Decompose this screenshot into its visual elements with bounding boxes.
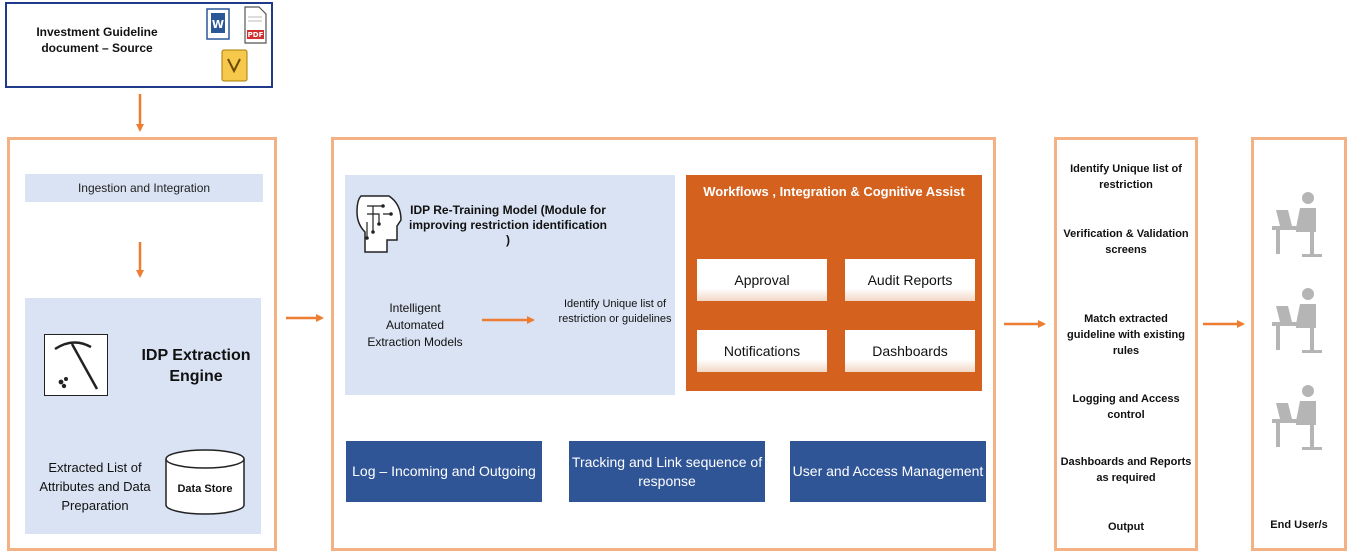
end-users-label: End User/s [1270,519,1328,531]
source-title: Investment Guideline document – Source [36,25,158,55]
pickaxe-icon [54,341,99,390]
output-item: Logging and Access control [1072,393,1180,421]
database-icon [165,449,245,515]
output-panel [1054,137,1198,551]
output-item: Identify Unique list of restriction [1070,163,1182,191]
output-item: Match extracted guideline with existing … [1067,313,1185,357]
notifications-box: Notifications [697,330,827,372]
output-label: Output [1107,521,1145,533]
dashboards-box: Dashboards [845,330,975,372]
ingestion-box: Ingestion and Integration [25,174,263,202]
user-access-box: User and Access Management [790,441,986,502]
circuit-head-icon [356,195,402,253]
extraction-models-label: Intelligent Automated Extraction Models [367,301,463,349]
retraining-title: IDP Re-Training Model (Module for improv… [408,203,608,247]
approval-box: Approval [697,259,827,301]
workflows-title: Workflows , Integration & Cognitive Assi… [703,184,965,199]
user-at-desk-icon [1272,385,1322,450]
pickaxe-icon-frame [44,334,108,396]
engine-title: IDP Extraction Engine [141,347,251,385]
user-at-desk-icon [1272,192,1322,257]
svg-text:W: W [212,18,224,31]
svg-text:PDF: PDF [248,31,264,39]
visio-icon [221,49,248,82]
output-item: Dashboards and Reports as required [1060,456,1192,484]
tracking-box: Tracking and Link sequence of response [569,441,765,502]
pdf-icon: PDF [244,6,267,44]
audit-reports-box: Audit Reports [845,259,975,301]
identify-unique-label: Identify Unique list of restriction or g… [558,298,672,325]
end-users-panel [1251,137,1347,551]
output-item: Verification & Validation screens [1063,228,1189,256]
extracted-attributes-label: Extracted List of Attributes and Data Pr… [39,460,151,513]
word-icon: W [206,8,230,40]
data-store-label: Data Store [177,482,233,495]
log-box: Log – Incoming and Outgoing [346,441,542,502]
user-at-desk-icon [1272,288,1322,353]
